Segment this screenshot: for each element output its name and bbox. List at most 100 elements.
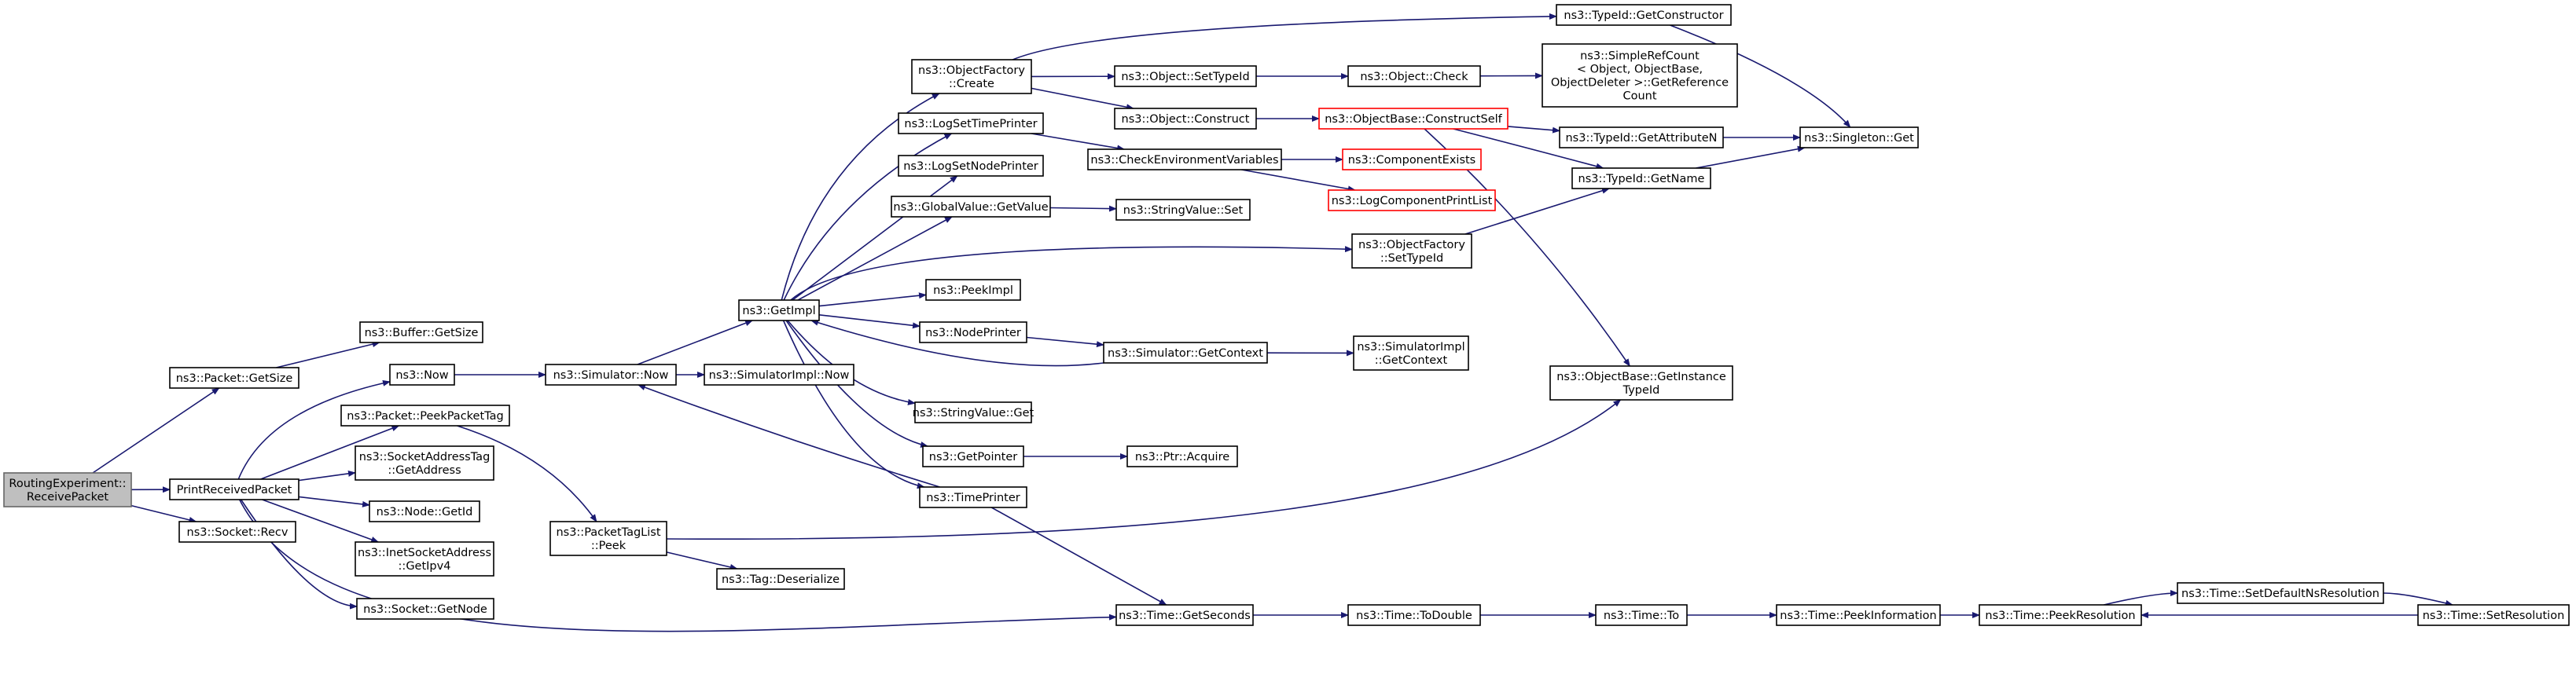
- node-box[interactable]: [1571, 167, 1711, 189]
- node-box[interactable]: [1115, 199, 1251, 221]
- node-root[interactable]: RoutingExperiment::ReceivePacket: [3, 472, 132, 507]
- node-typeidgetattributen[interactable]: ns3::TypeId::GetAttributeN: [1559, 126, 1724, 148]
- node-box[interactable]: [922, 445, 1024, 467]
- node-box[interactable]: [369, 500, 480, 522]
- node-box[interactable]: [2177, 582, 2384, 604]
- node-box[interactable]: [169, 478, 299, 500]
- node-box[interactable]: [3, 472, 132, 507]
- node-timepeekresolution[interactable]: ns3::Time::PeekResolution: [1979, 604, 2142, 626]
- node-stringvalueset[interactable]: ns3::StringValue::Set: [1115, 199, 1251, 221]
- node-now[interactable]: ns3::Now: [389, 364, 455, 386]
- node-box[interactable]: [178, 521, 296, 543]
- node-box[interactable]: [1351, 233, 1472, 269]
- node-box[interactable]: [1353, 335, 1469, 371]
- node-timesetdefaultns[interactable]: ns3::Time::SetDefaultNsResolution: [2177, 582, 2384, 604]
- node-box[interactable]: [1979, 604, 2142, 626]
- node-componentexists[interactable]: ns3::ComponentExists: [1342, 148, 1482, 170]
- node-globalvaluegetvalue[interactable]: ns3::GlobalValue::GetValue: [891, 196, 1051, 218]
- node-timeprinter[interactable]: ns3::TimePrinter: [919, 486, 1027, 508]
- node-box[interactable]: [1328, 189, 1496, 211]
- node-timepeekinformation[interactable]: ns3::Time::PeekInformation: [1776, 604, 1941, 626]
- node-box[interactable]: [549, 521, 667, 556]
- node-box[interactable]: [1542, 43, 1738, 108]
- node-box[interactable]: [355, 445, 494, 481]
- node-socketrecv[interactable]: ns3::Socket::Recv: [178, 521, 296, 543]
- node-timegetseconds[interactable]: ns3::Time::GetSeconds: [1115, 604, 1254, 626]
- node-box[interactable]: [898, 155, 1044, 177]
- node-box[interactable]: [356, 598, 494, 620]
- node-peekimpl[interactable]: ns3::PeekImpl: [925, 279, 1021, 301]
- node-box[interactable]: [1559, 126, 1724, 148]
- node-socketaddresstag[interactable]: ns3::SocketAddressTag::GetAddress: [355, 445, 494, 481]
- node-box[interactable]: [704, 364, 854, 386]
- node-box[interactable]: [1087, 148, 1282, 170]
- node-getpointer[interactable]: ns3::GetPointer: [922, 445, 1024, 467]
- node-simnow[interactable]: ns3::Simulator::Now: [545, 364, 677, 386]
- node-box[interactable]: [169, 367, 299, 389]
- node-box[interactable]: [1595, 604, 1688, 626]
- node-box[interactable]: [1799, 126, 1919, 148]
- node-timesetresolution[interactable]: ns3::Time::SetResolution: [2417, 604, 2570, 626]
- node-tagdeserialize[interactable]: ns3::Tag::Deserialize: [716, 568, 845, 590]
- node-peekpackettag[interactable]: ns3::Packet::PeekPacketTag: [340, 405, 510, 427]
- node-box[interactable]: [1114, 108, 1257, 130]
- node-box[interactable]: [1114, 65, 1257, 87]
- node-box[interactable]: [2417, 604, 2570, 626]
- node-box[interactable]: [389, 364, 455, 386]
- node-packettaglistpeek[interactable]: ns3::PacketTagList::Peek: [549, 521, 667, 556]
- node-box[interactable]: [1556, 4, 1732, 26]
- node-getsize[interactable]: ns3::Packet::GetSize: [169, 367, 299, 389]
- node-printreceived[interactable]: PrintReceivedPacket: [169, 478, 299, 500]
- node-objfactorycreate[interactable]: ns3::ObjectFactory::Create: [911, 59, 1032, 94]
- node-singletonget[interactable]: ns3::Singleton::Get: [1799, 126, 1919, 148]
- node-box[interactable]: [359, 321, 483, 343]
- node-box[interactable]: [1126, 445, 1238, 467]
- node-typeidgetconstructor[interactable]: ns3::TypeId::GetConstructor: [1556, 4, 1732, 26]
- node-box[interactable]: [914, 401, 1032, 423]
- node-box[interactable]: [1103, 342, 1268, 364]
- node-box[interactable]: [919, 486, 1027, 508]
- node-buffergetsize[interactable]: ns3::Buffer::GetSize: [359, 321, 483, 343]
- node-objbaseconstructself[interactable]: ns3::ObjectBase::ConstructSelf: [1318, 108, 1508, 130]
- node-box[interactable]: [1776, 604, 1941, 626]
- node-timetodouble[interactable]: ns3::Time::ToDouble: [1347, 604, 1481, 626]
- node-stringvalueget[interactable]: ns3::StringValue::Get: [913, 401, 1034, 423]
- node-box[interactable]: [1347, 65, 1481, 87]
- node-nodegetid[interactable]: ns3::Node::GetId: [369, 500, 480, 522]
- node-simimplgetcontext[interactable]: ns3::SimulatorImpl::GetContext: [1353, 335, 1469, 371]
- node-logcomponentprintlist[interactable]: ns3::LogComponentPrintList: [1328, 189, 1496, 211]
- node-objfactorysettypeid[interactable]: ns3::ObjectFactory::SetTypeId: [1351, 233, 1472, 269]
- node-socketgetnode[interactable]: ns3::Socket::GetNode: [356, 598, 494, 620]
- node-simgetcontext[interactable]: ns3::Simulator::GetContext: [1103, 342, 1268, 364]
- node-typeidgetname[interactable]: ns3::TypeId::GetName: [1571, 167, 1711, 189]
- node-logsettimeprinter[interactable]: ns3::LogSetTimePrinter: [898, 112, 1044, 134]
- node-box[interactable]: [1549, 365, 1733, 401]
- node-box[interactable]: [355, 541, 494, 577]
- node-ptracquire[interactable]: ns3::Ptr::Acquire: [1126, 445, 1238, 467]
- node-box[interactable]: [1342, 148, 1482, 170]
- node-nodeprinter[interactable]: ns3::NodePrinter: [919, 321, 1027, 343]
- node-simplerefcount[interactable]: ns3::SimpleRefCount< Object, ObjectBase,…: [1542, 43, 1738, 108]
- node-checkenv[interactable]: ns3::CheckEnvironmentVariables: [1087, 148, 1282, 170]
- node-logsetnodeprinter[interactable]: ns3::LogSetNodePrinter: [898, 155, 1044, 177]
- node-box[interactable]: [545, 364, 677, 386]
- node-objectconstruct[interactable]: ns3::Object::Construct: [1114, 108, 1257, 130]
- node-inetgetipv4[interactable]: ns3::InetSocketAddress::GetIpv4: [355, 541, 494, 577]
- node-box[interactable]: [738, 299, 820, 321]
- node-box[interactable]: [919, 321, 1027, 343]
- node-box[interactable]: [911, 59, 1032, 94]
- node-box[interactable]: [340, 405, 510, 427]
- node-box[interactable]: [1347, 604, 1481, 626]
- node-box[interactable]: [925, 279, 1021, 301]
- node-box[interactable]: [1318, 108, 1508, 130]
- node-box[interactable]: [716, 568, 845, 590]
- node-objectsettypeid[interactable]: ns3::Object::SetTypeId: [1114, 65, 1257, 87]
- node-timeto[interactable]: ns3::Time::To: [1595, 604, 1688, 626]
- node-getimpl[interactable]: ns3::GetImpl: [738, 299, 820, 321]
- node-box[interactable]: [898, 112, 1044, 134]
- node-simimplnow[interactable]: ns3::SimulatorImpl::Now: [704, 364, 854, 386]
- node-objectcheck[interactable]: ns3::Object::Check: [1347, 65, 1481, 87]
- node-box[interactable]: [891, 196, 1051, 218]
- node-box[interactable]: [1115, 604, 1254, 626]
